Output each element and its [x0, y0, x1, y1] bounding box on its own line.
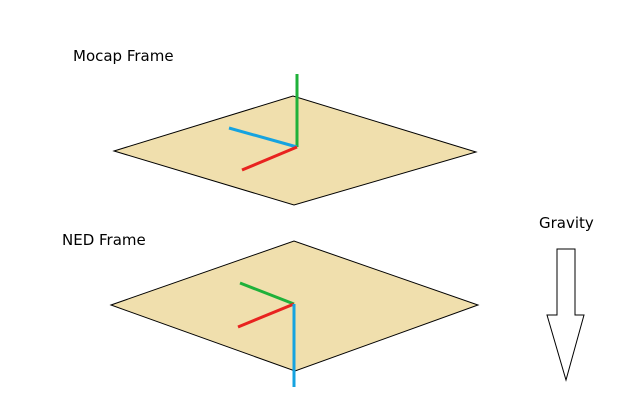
mocap-frame-label: Mocap Frame — [73, 47, 174, 65]
ned-frame-group — [109, 240, 480, 387]
gravity-arrow-icon — [546, 248, 585, 382]
mocap-axis-red — [241, 145, 298, 172]
ned-axis-green — [239, 281, 295, 306]
mocap-frame-group — [112, 74, 478, 206]
mocap-axis-blue — [228, 126, 298, 149]
ned-frame-label: NED Frame — [62, 231, 146, 249]
gravity-label: Gravity — [539, 214, 594, 232]
ned-axis-red — [237, 302, 295, 329]
mocap-plane — [112, 95, 478, 206]
